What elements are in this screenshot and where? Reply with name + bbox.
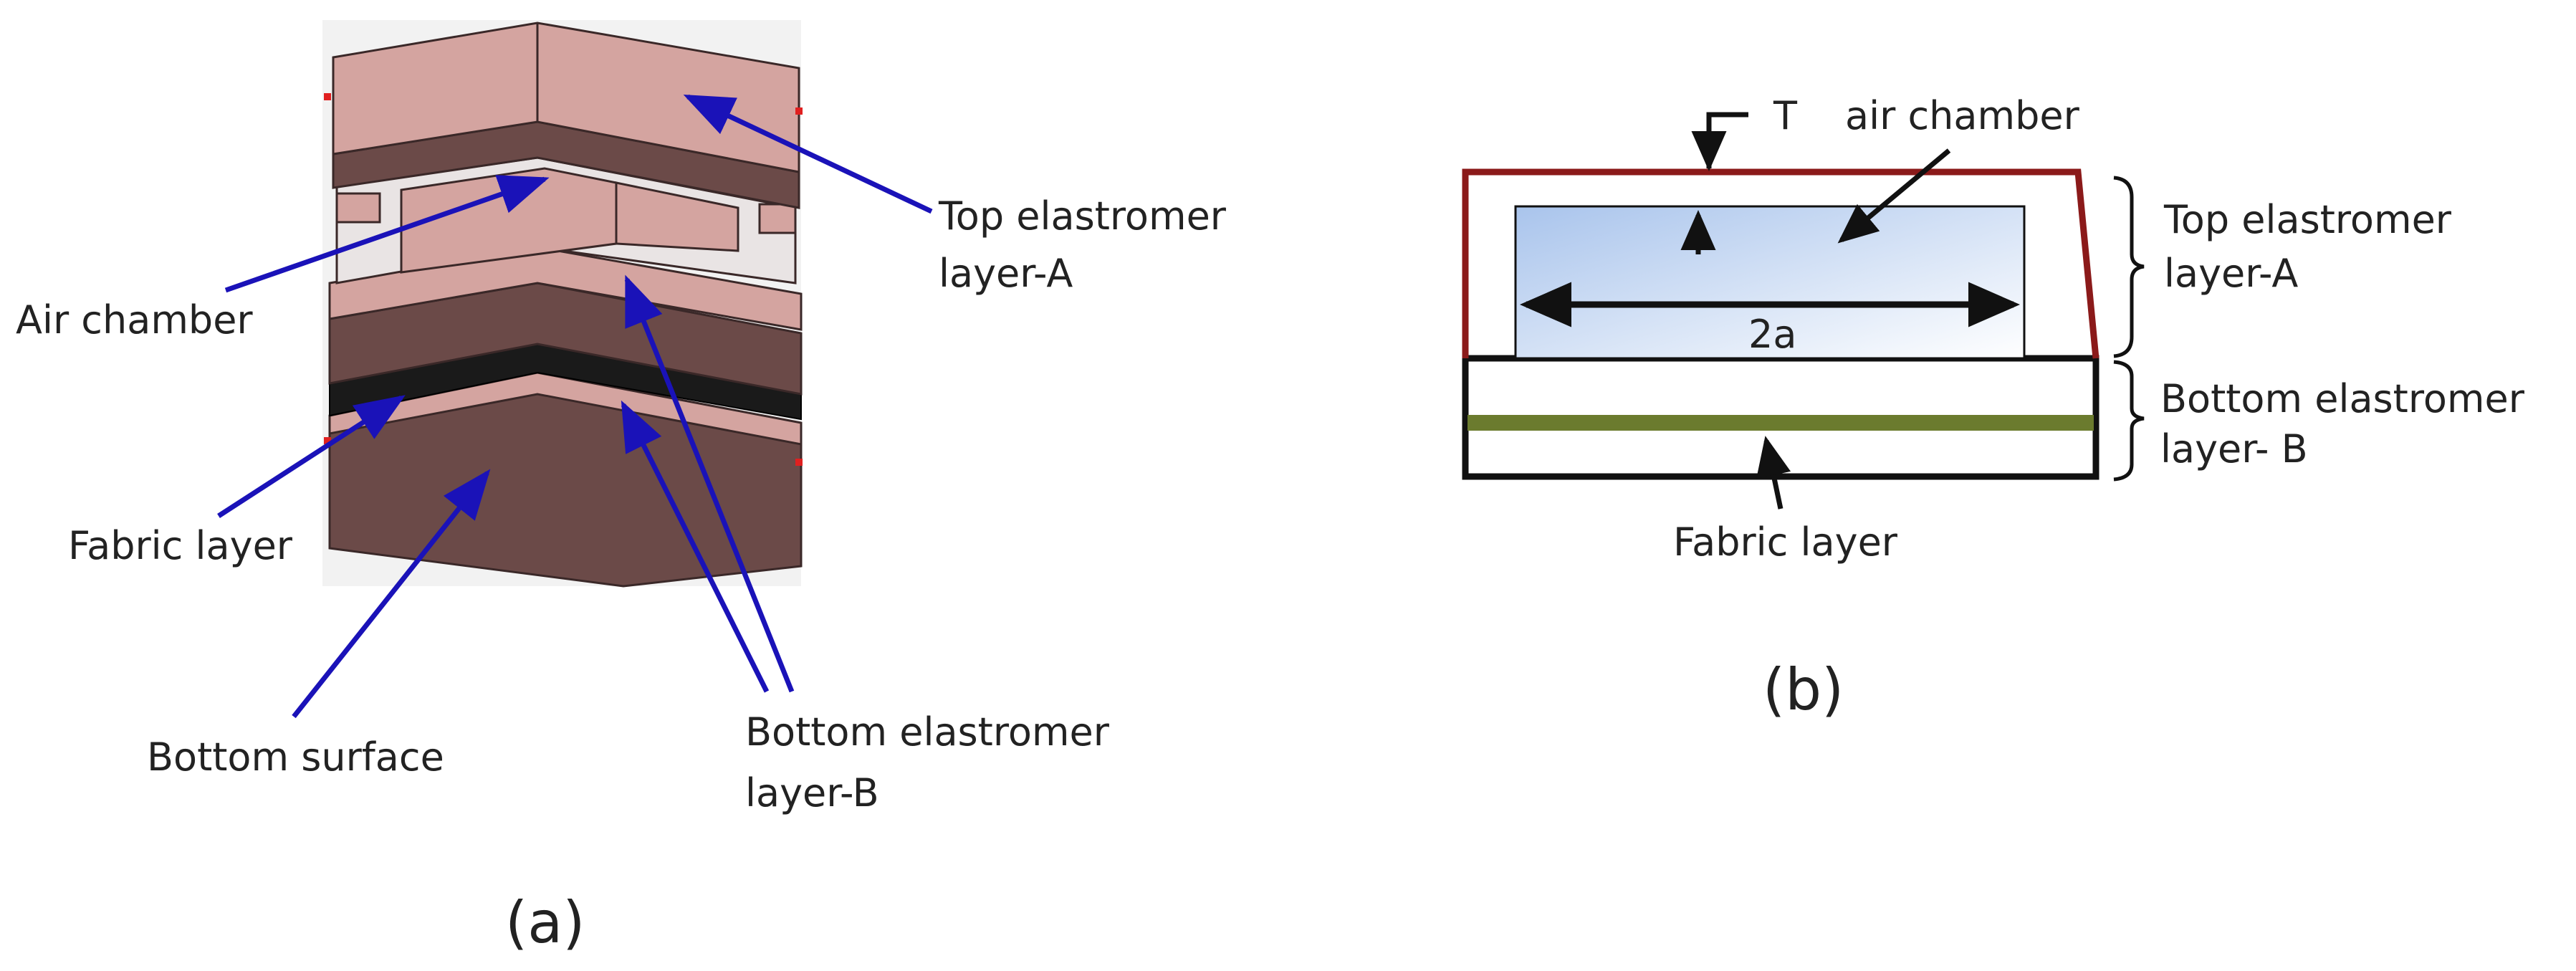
pointer-air-chamber xyxy=(224,175,550,293)
pointer-bottom-surface xyxy=(292,469,491,719)
label-bottom-elastomer-line2: layer-B xyxy=(745,770,879,815)
label-bottom-elastomer-b-line1: Bottom elastromer xyxy=(2160,376,2525,421)
brace-bottom-elastomer xyxy=(2113,360,2145,482)
pointer-top-elastomer xyxy=(683,94,933,214)
label-top-elastomer-line2: layer-A xyxy=(939,251,1073,296)
label-bottom-elastomer-b-line2: layer- B xyxy=(2160,426,2308,472)
label-top-elastomer-line1: Top elastromer xyxy=(938,193,1227,239)
caption-a: (a) xyxy=(505,889,585,956)
caption-b: (b) xyxy=(1763,656,1844,723)
pointer-air-chamber-b xyxy=(1837,148,1951,244)
panel-b: T 2a air chamber Fabric layer Top elastr… xyxy=(1462,93,2525,723)
actuator-3d-render xyxy=(322,20,803,588)
label-top-elastomer-b-line1: Top elastromer xyxy=(2163,197,2452,242)
thickness-marker xyxy=(1691,112,1748,171)
top-elastomer-frame xyxy=(1462,168,2099,359)
label-bottom-surface: Bottom surface xyxy=(147,735,444,780)
label-top-elastomer-b-line2: layer-A xyxy=(2164,251,2298,296)
label-thickness-t: T xyxy=(1773,93,1798,138)
label-fabric-layer-a: Fabric layer xyxy=(68,523,293,568)
label-fabric-layer-b: Fabric layer xyxy=(1673,520,1898,565)
label-air-chamber-a: Air chamber xyxy=(16,297,253,343)
label-bottom-elastomer-line1: Bottom elastromer xyxy=(745,709,1110,755)
pointer-fabric-layer-b xyxy=(1756,436,1791,510)
pointer-bottom-elastomer-2 xyxy=(621,400,770,693)
pointer-arrows-a xyxy=(217,94,933,719)
brace-top-elastomer xyxy=(2113,176,2145,358)
pointer-bottom-elastomer-1 xyxy=(624,274,795,693)
panel-a: Top elastromer layer-A Air chamber Fabri… xyxy=(16,20,1227,956)
label-width-2a: 2a xyxy=(1748,312,1796,357)
pointer-fabric-layer xyxy=(217,395,406,518)
label-air-chamber-b: air chamber xyxy=(1845,93,2080,138)
